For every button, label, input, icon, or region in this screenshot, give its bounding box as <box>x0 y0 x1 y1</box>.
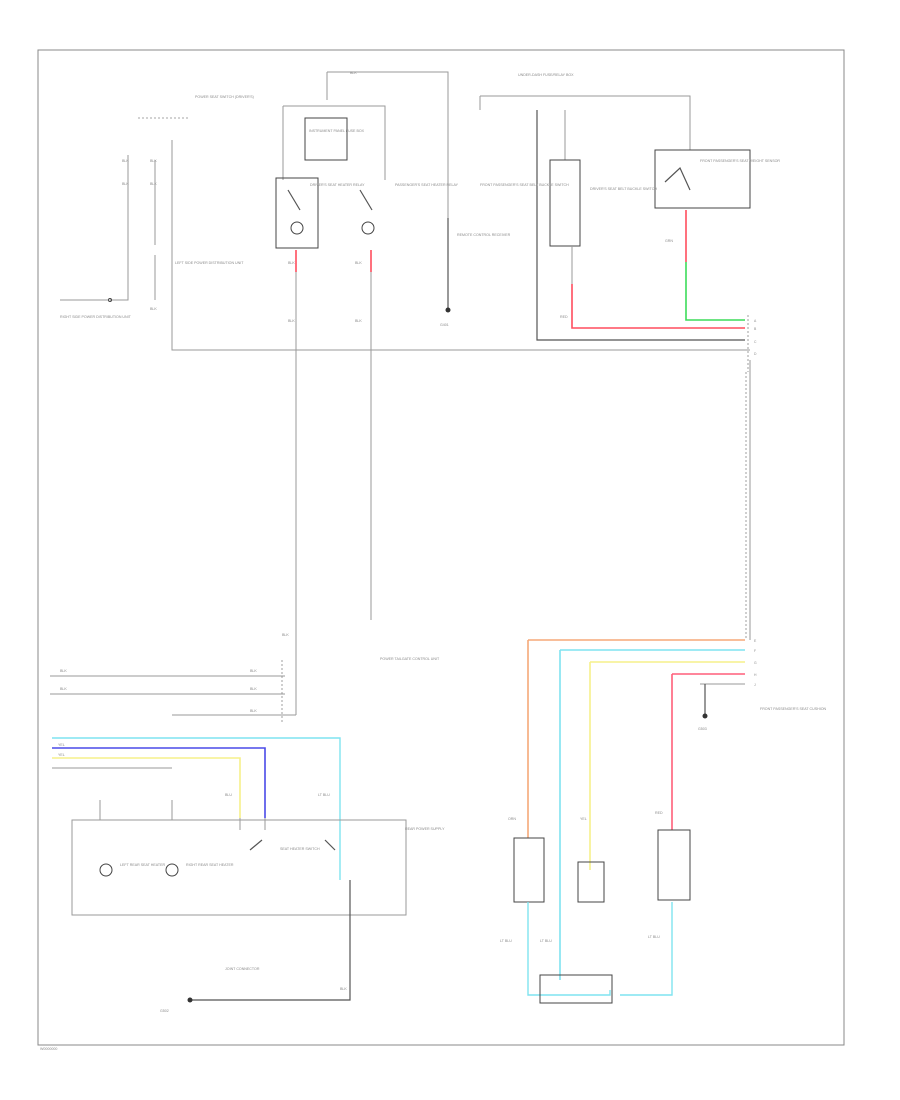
wire-label: BLK <box>250 709 257 713</box>
component-label: DRIVER'S SEAT HEATER RELAY <box>310 183 365 187</box>
wire-label: BLK <box>288 319 295 323</box>
wire-label: LT BLU <box>318 793 330 797</box>
pin-label: B <box>754 327 757 331</box>
wire-label: BLK <box>340 987 347 991</box>
wire-label: BLK <box>60 687 67 691</box>
wire-label: BLK <box>122 159 129 163</box>
pin-label: J <box>754 683 756 687</box>
ground-icon <box>702 713 708 719</box>
pin-label: G <box>754 661 757 665</box>
joint-connector <box>539 974 613 1004</box>
wire-label: YEL <box>580 817 587 821</box>
ground-icon <box>445 307 451 313</box>
ground-icon <box>187 997 193 1003</box>
wire-label: RED <box>560 315 568 319</box>
component-label: POWER TAILGATE CONTROL UNIT <box>380 657 440 661</box>
wire-label: LT BLU <box>648 935 660 939</box>
wire-label: GRN <box>665 239 673 243</box>
pin-label: C <box>754 340 757 344</box>
wire-label: ORN <box>508 817 516 821</box>
driver-seat-heater-relay <box>275 177 319 249</box>
wire-label: BLK <box>150 159 157 163</box>
wire-label: BLK <box>250 687 257 691</box>
pin-label: H <box>754 673 757 677</box>
wire-label: BLK <box>350 71 357 75</box>
component-label: PASSENGER'S SEAT HEATER RELAY <box>395 183 459 187</box>
wire-label: RED <box>655 811 663 815</box>
component-label: RIGHT REAR SEAT HEATER <box>186 863 234 867</box>
wire-label: BLK <box>250 669 257 673</box>
relay-section: INSTRUMENT PANEL FUSE BOX DRIVER'S SEAT … <box>275 71 511 620</box>
component-label: REMOTE CONTROL RECEIVER <box>457 233 511 237</box>
wire-label: BLK <box>355 261 362 265</box>
pin-label: E <box>754 639 757 643</box>
component-label: JOINT CONNECTOR <box>225 967 260 971</box>
wire-label: BLU <box>225 793 232 797</box>
passenger-weight-sensor <box>654 149 751 209</box>
top-right-section: UNDER-DASH FUSE/RELAY BOX DRIVER'S SEAT … <box>479 73 780 640</box>
passenger-seat-cushion <box>513 837 545 903</box>
passenger-buckle-switch <box>577 861 605 903</box>
wire-label: LT BLU <box>500 939 512 943</box>
wire-label: BLK <box>60 669 67 673</box>
wire-label: BLK <box>288 261 295 265</box>
pin-label: F <box>754 649 756 653</box>
component-label: REAR POWER SUPPLY <box>405 827 445 831</box>
component-label: FRONT PASSENGER'S SEAT CUSHION <box>760 707 827 711</box>
wire-label: YEL <box>58 743 65 747</box>
footer-code: W0000000 <box>40 1047 57 1051</box>
component-label: UNDER-DASH FUSE/RELAY BOX <box>518 73 574 77</box>
bottom-left-section: YEL YEL BLU LT BLU LEFT REAR SEAT HEATER… <box>52 737 445 1013</box>
driver-buckle-switch <box>549 159 581 247</box>
component-label: RIGHT SIDE POWER DISTRIBUTION UNIT <box>60 315 132 319</box>
fuse-box <box>304 117 348 161</box>
component-label: INSTRUMENT PANEL FUSE BOX <box>309 129 365 133</box>
wire-label: LT BLU <box>540 939 552 943</box>
pin-label: D <box>754 352 757 356</box>
top-left-section: BLK BLK BLK BLK BLK POWER SEAT SWITCH (D… <box>60 95 750 351</box>
component-label: LEFT SIDE POWER DISTRIBUTION UNIT <box>175 261 244 265</box>
wire-label: BLK <box>355 319 362 323</box>
component-label: FRONT PASSENGER'S SEAT WEIGHT SENSOR <box>700 159 780 163</box>
wire-label: BLK <box>282 633 289 637</box>
pin-label: A <box>754 319 757 323</box>
component-label: DRIVER'S SEAT BELT BUCKLE SWITCH <box>590 187 657 191</box>
component-label: FRONT PASSENGER'S SEAT BELT BUCKLE SWITC… <box>480 183 569 187</box>
wire-label: YEL <box>58 753 65 757</box>
passenger-weight-sensor-lower <box>657 829 691 901</box>
wire-label: BLK <box>150 182 157 186</box>
middle-section: BLK BLK BLK BLK BLK BLK POWER TAILGATE C… <box>50 620 440 722</box>
wire-label: BLK <box>122 182 129 186</box>
wire-label: BLK <box>150 307 157 311</box>
ground-label: G401 <box>440 323 449 327</box>
component-label: SEAT HEATER SWITCH <box>280 847 320 851</box>
component-label: LEFT REAR SEAT HEATER <box>120 863 165 867</box>
ground-label: G503 <box>698 727 707 731</box>
bottom-right-section: G503 FRONT PASSENGER'S SEAT CUSHION E F … <box>500 639 827 1004</box>
ground-label: G502 <box>160 1009 169 1013</box>
component-label: POWER SEAT SWITCH (DRIVER'S) <box>195 95 254 99</box>
diagram-frame <box>37 49 845 1046</box>
